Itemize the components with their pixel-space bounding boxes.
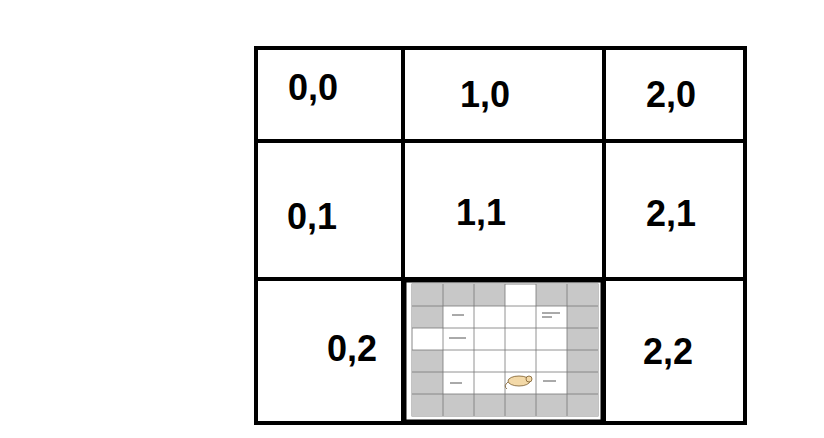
cell-coordinate: 1,0 (460, 77, 510, 113)
grid-cell: 0,0 (258, 50, 401, 139)
cell-coordinate: 0,0 (288, 70, 338, 106)
grid-cell: 2,0 (606, 50, 743, 139)
map-thumbnail (412, 284, 598, 416)
grid-cell: 0,2 (258, 281, 401, 421)
grid-cell: 1,1 (405, 143, 602, 277)
grid-cell: 2,2 (606, 281, 743, 421)
grid-cell: 0,1 (258, 143, 401, 277)
cell-coordinate: 0,2 (327, 331, 377, 367)
cell-coordinate: 2,1 (646, 196, 696, 232)
cell-coordinate: 2,2 (643, 334, 693, 370)
cell-coordinate: 1,1 (456, 195, 506, 231)
mouse-figure (505, 376, 532, 389)
grid-cell: 1,0 (405, 50, 602, 139)
cell-coordinate: 0,1 (287, 199, 337, 235)
grid-cell: 2,1 (606, 143, 743, 277)
cell-coordinate: 2,0 (646, 77, 696, 113)
grid-lines (256, 48, 745, 423)
